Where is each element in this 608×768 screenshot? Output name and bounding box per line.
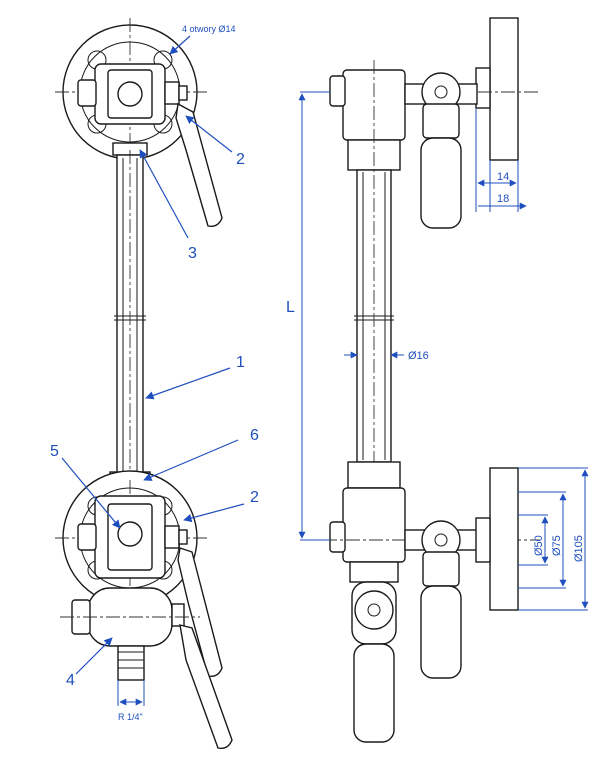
sight-tube [114,150,146,480]
callout-1: 1 [236,354,245,371]
dim-14-label: 14 [497,171,509,183]
callout-2-bottom: 2 [250,489,259,506]
length-label: L [286,299,295,316]
callout-leaders [61,35,245,675]
dim-105-label: Ø105 [573,535,585,562]
top-flange [55,18,223,228]
dimension-lines [117,91,589,706]
side-view [300,17,540,743]
drain-valve [60,587,233,750]
callout-3: 3 [188,245,197,262]
pipe-diameter-label: Ø16 [408,350,429,362]
front-view [55,18,233,750]
holes-note: 4 otwory Ø14 [182,24,236,34]
dim-75-label: Ø75 [551,535,563,556]
callout-4: 4 [66,672,75,689]
callout-6: 6 [250,427,259,444]
callout-2-top: 2 [236,151,245,168]
callout-5: 5 [50,443,59,460]
thread-label: R 1/4" [118,712,143,722]
bottom-flange [55,470,223,678]
dim-18-label: 18 [497,193,509,205]
dim-50-label: Ø50 [533,535,545,556]
